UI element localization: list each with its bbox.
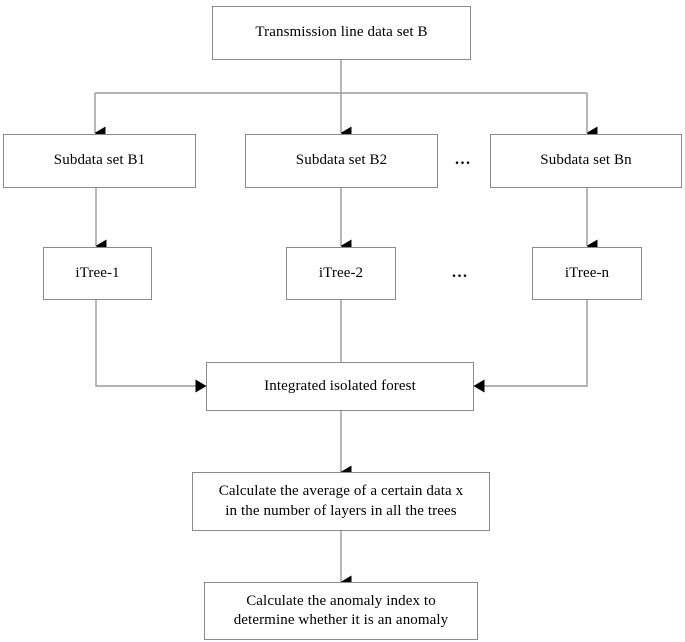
node-integrated-forest-label: Integrated isolated forest — [264, 377, 416, 394]
node-itree-2[interactable]: iTree-2 — [286, 247, 396, 300]
node-subdata-b2-label: Subdata set B2 — [295, 152, 388, 169]
node-calculate-average[interactable]: Calculate the average of a certain data … — [192, 472, 490, 531]
ellipsis-itree-row: ... — [452, 264, 469, 281]
node-anomaly-index-label: Calculate the anomaly index to determine… — [233, 592, 449, 628]
node-anomaly-index[interactable]: Calculate the anomaly index to determine… — [204, 582, 478, 640]
node-itree-1[interactable]: iTree-1 — [43, 247, 152, 300]
node-calculate-average-label: Calculate the average of a certain data … — [218, 483, 464, 519]
node-subdata-b2[interactable]: Subdata set B2 — [245, 134, 438, 188]
node-subdata-bn[interactable]: Subdata set Bn — [490, 134, 682, 188]
ellipsis-subdata-row: ... — [455, 151, 472, 168]
node-integrated-forest[interactable]: Integrated isolated forest — [206, 362, 474, 411]
node-subdata-b1-label: Subdata set B1 — [53, 152, 146, 169]
node-itree-n-label: iTree-n — [564, 264, 610, 281]
node-root-label: Transmission line data set B — [255, 24, 428, 41]
node-root[interactable]: Transmission line data set B — [212, 6, 471, 60]
node-itree-n[interactable]: iTree-n — [532, 247, 642, 300]
edge-itree-n-to-forest — [473, 300, 588, 393]
node-itree-1-label: iTree-1 — [75, 264, 120, 281]
node-itree-2-label: iTree-2 — [318, 264, 364, 281]
node-subdata-b1[interactable]: Subdata set B1 — [3, 134, 196, 188]
node-subdata-bn-label: Subdata set Bn — [540, 152, 632, 169]
edge-itree-1-to-forest — [95, 300, 207, 393]
